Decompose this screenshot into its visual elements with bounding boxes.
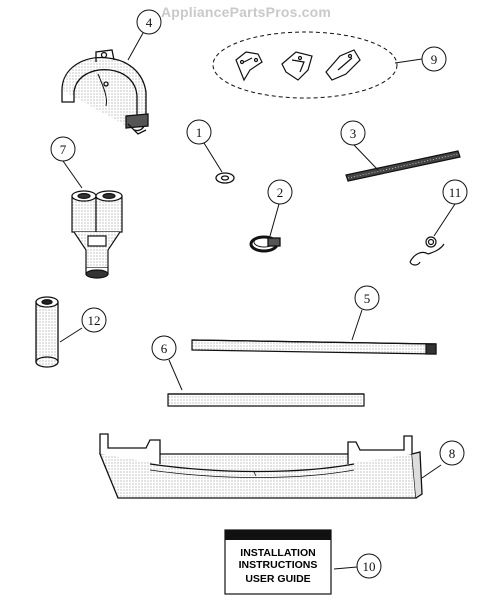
svg-text:5: 5 — [364, 291, 371, 306]
leader-8 — [421, 464, 442, 479]
leader-lines — [59, 32, 456, 570]
manual-line-3: USER GUIDE — [245, 573, 310, 585]
callout-8: 8 — [439, 440, 465, 466]
callout-7: 7 — [50, 136, 76, 162]
leader-6 — [168, 359, 183, 391]
svg-text:9: 9 — [431, 52, 438, 67]
part-3-strip — [345, 150, 461, 182]
part-7-y-connector — [71, 190, 123, 279]
part-5-strip — [191, 339, 437, 355]
part-4-clamp-bracket — [61, 49, 149, 135]
leader-3 — [353, 144, 379, 171]
leader-11 — [433, 203, 456, 237]
part-9-bracket-set — [212, 31, 398, 99]
leader-10 — [333, 566, 358, 570]
svg-text:8: 8 — [449, 446, 456, 461]
callout-5: 5 — [354, 285, 380, 311]
part-12-cylinder — [35, 296, 59, 368]
leader-9 — [394, 58, 423, 64]
part-6-strip — [167, 393, 365, 407]
watermark-text: AppliancePartsPros.com — [160, 4, 332, 20]
part-10-manual: INSTALLATION INSTRUCTIONS USER GUIDE — [224, 529, 332, 595]
callout-4: 4 — [136, 9, 162, 35]
leader-5 — [351, 309, 363, 341]
leader-4 — [127, 32, 144, 61]
callout-10: 10 — [356, 553, 382, 579]
callout-6: 6 — [151, 335, 177, 361]
leader-2 — [269, 203, 280, 237]
svg-text:10: 10 — [363, 559, 376, 574]
svg-text:12: 12 — [88, 313, 101, 328]
manual-line-1: INSTALLATION — [240, 547, 315, 559]
leader-1 — [203, 142, 223, 173]
svg-text:4: 4 — [146, 15, 153, 30]
callout-11: 11 — [442, 179, 468, 205]
leader-12 — [59, 327, 83, 343]
callout-12: 12 — [81, 307, 107, 333]
part-2-hose-clamp — [249, 235, 281, 253]
svg-text:2: 2 — [277, 185, 284, 200]
svg-text:6: 6 — [161, 341, 168, 356]
callout-2: 2 — [267, 179, 293, 205]
callout-1: 1 — [186, 119, 212, 145]
part-8-base-tray — [99, 433, 423, 499]
svg-text:3: 3 — [350, 126, 357, 141]
leader-7 — [62, 160, 83, 189]
callout-9: 9 — [421, 46, 447, 72]
svg-text:11: 11 — [449, 185, 462, 200]
svg-text:1: 1 — [196, 125, 203, 140]
svg-text:7: 7 — [60, 142, 67, 157]
callout-3: 3 — [340, 120, 366, 146]
part-1-washer — [215, 172, 235, 184]
part-11-spring-clip — [409, 236, 445, 266]
manual-line-2: INSTRUCTIONS — [239, 559, 318, 571]
